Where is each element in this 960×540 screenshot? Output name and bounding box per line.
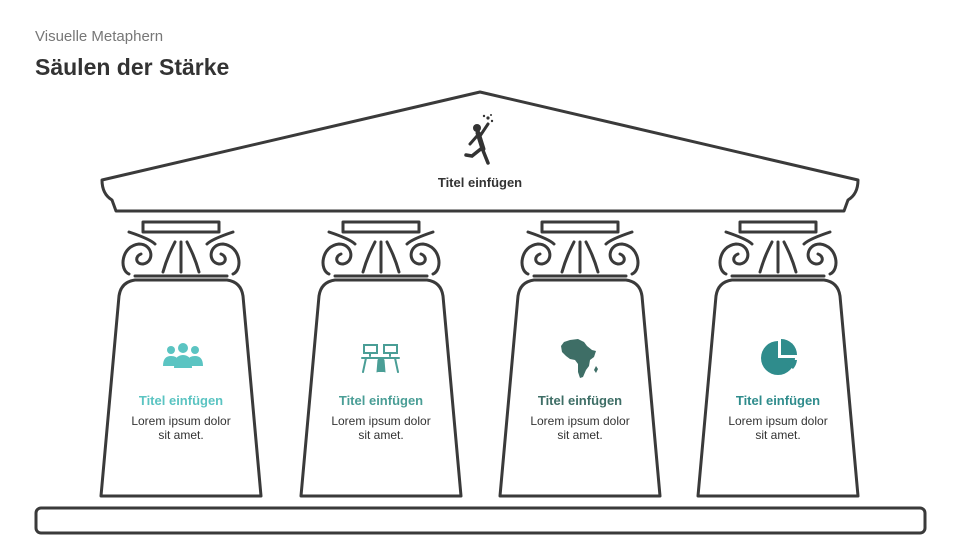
pillar-3 — [498, 220, 662, 498]
pillar-2-text: Titel einfügen Lorem ipsum dolor sit ame… — [311, 393, 451, 442]
pie-chart-icon — [761, 339, 797, 375]
pillar-3-title: Titel einfügen — [537, 393, 623, 408]
pillar-4-text: Titel einfügen Lorem ipsum dolor sit ame… — [708, 393, 848, 442]
africa-map-icon — [561, 339, 598, 378]
slide-title: Säulen der Stärke — [35, 54, 230, 80]
roof-title: Titel einfügen — [437, 175, 523, 190]
meeting-room-icon — [361, 344, 400, 373]
pillar-3-body: Lorem ipsum dolor sit amet. — [530, 414, 630, 442]
pillar-2-title: Titel einfügen — [338, 393, 424, 408]
temple-roof — [100, 90, 860, 213]
pillar-2-body: Lorem ipsum dolor sit amet. — [331, 414, 431, 442]
slide-subtitle: Visuelle Metaphern — [35, 28, 164, 45]
pillar-4-body: Lorem ipsum dolor sit amet. — [728, 414, 828, 442]
pillar-2 — [299, 220, 463, 498]
temple-base — [34, 506, 927, 535]
pillar-1 — [99, 220, 263, 498]
pillar-1-body: Lorem ipsum dolor sit amet. — [131, 414, 231, 442]
pillar-1-text: Titel einfügen Lorem ipsum dolor sit ame… — [111, 393, 251, 442]
jumping-person-icon — [464, 114, 494, 165]
pillar-4-title: Titel einfügen — [735, 393, 821, 408]
pillar-3-text: Titel einfügen Lorem ipsum dolor sit ame… — [510, 393, 650, 442]
pillar-4 — [696, 220, 860, 498]
pillar-1-title: Titel einfügen — [138, 393, 224, 408]
people-group-icon — [163, 343, 203, 368]
